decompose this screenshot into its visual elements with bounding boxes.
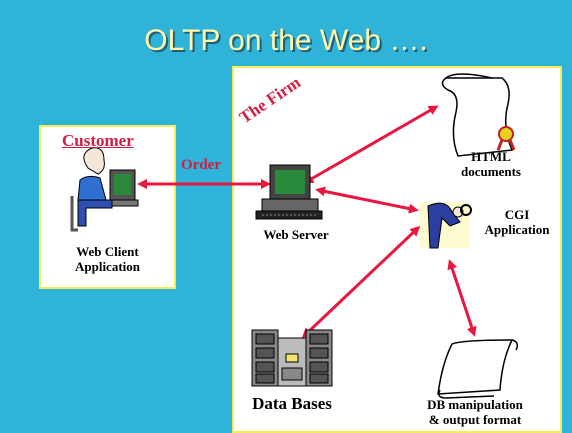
cgi-line1: CGI [504, 207, 530, 222]
order-label: Order [181, 157, 221, 173]
arrow-cgi-databases [301, 225, 421, 339]
customer-caption: Web Client Application [44, 244, 171, 275]
slide-title: OLTP on the Web …. [144, 24, 428, 57]
db-line2: & output format [428, 411, 522, 427]
customer-caption-line1: Web Client [76, 244, 139, 259]
web-server-icon [255, 164, 323, 220]
html-line1: HTML [471, 149, 511, 164]
html-documents-label: HTML documents [446, 149, 536, 180]
arrow-webserver-cgi [315, 186, 419, 214]
db-line1: DB manipulation [427, 397, 523, 412]
cgi-application-figure-icon [420, 202, 472, 249]
html-line2: documents [461, 163, 521, 179]
web-server-label: Web Server [263, 227, 329, 242]
customer-heading: Customer [62, 131, 134, 150]
cgi-line2: Application [484, 221, 550, 237]
db-output-scroll-icon [437, 339, 519, 399]
arrow-cgi-dbmanip [447, 259, 477, 337]
cgi-application-label: CGI Application [472, 207, 562, 238]
customer-caption-line2: Application [74, 258, 140, 274]
arrow-webserver-html [303, 105, 439, 184]
customer-computer-icon [70, 147, 139, 232]
data-bases-label: Data Bases [252, 394, 332, 413]
db-manipulation-label: DB manipulation & output format [398, 397, 552, 428]
data-bases-cabinets-icon [251, 329, 333, 387]
html-documents-scroll-icon [441, 73, 516, 157]
